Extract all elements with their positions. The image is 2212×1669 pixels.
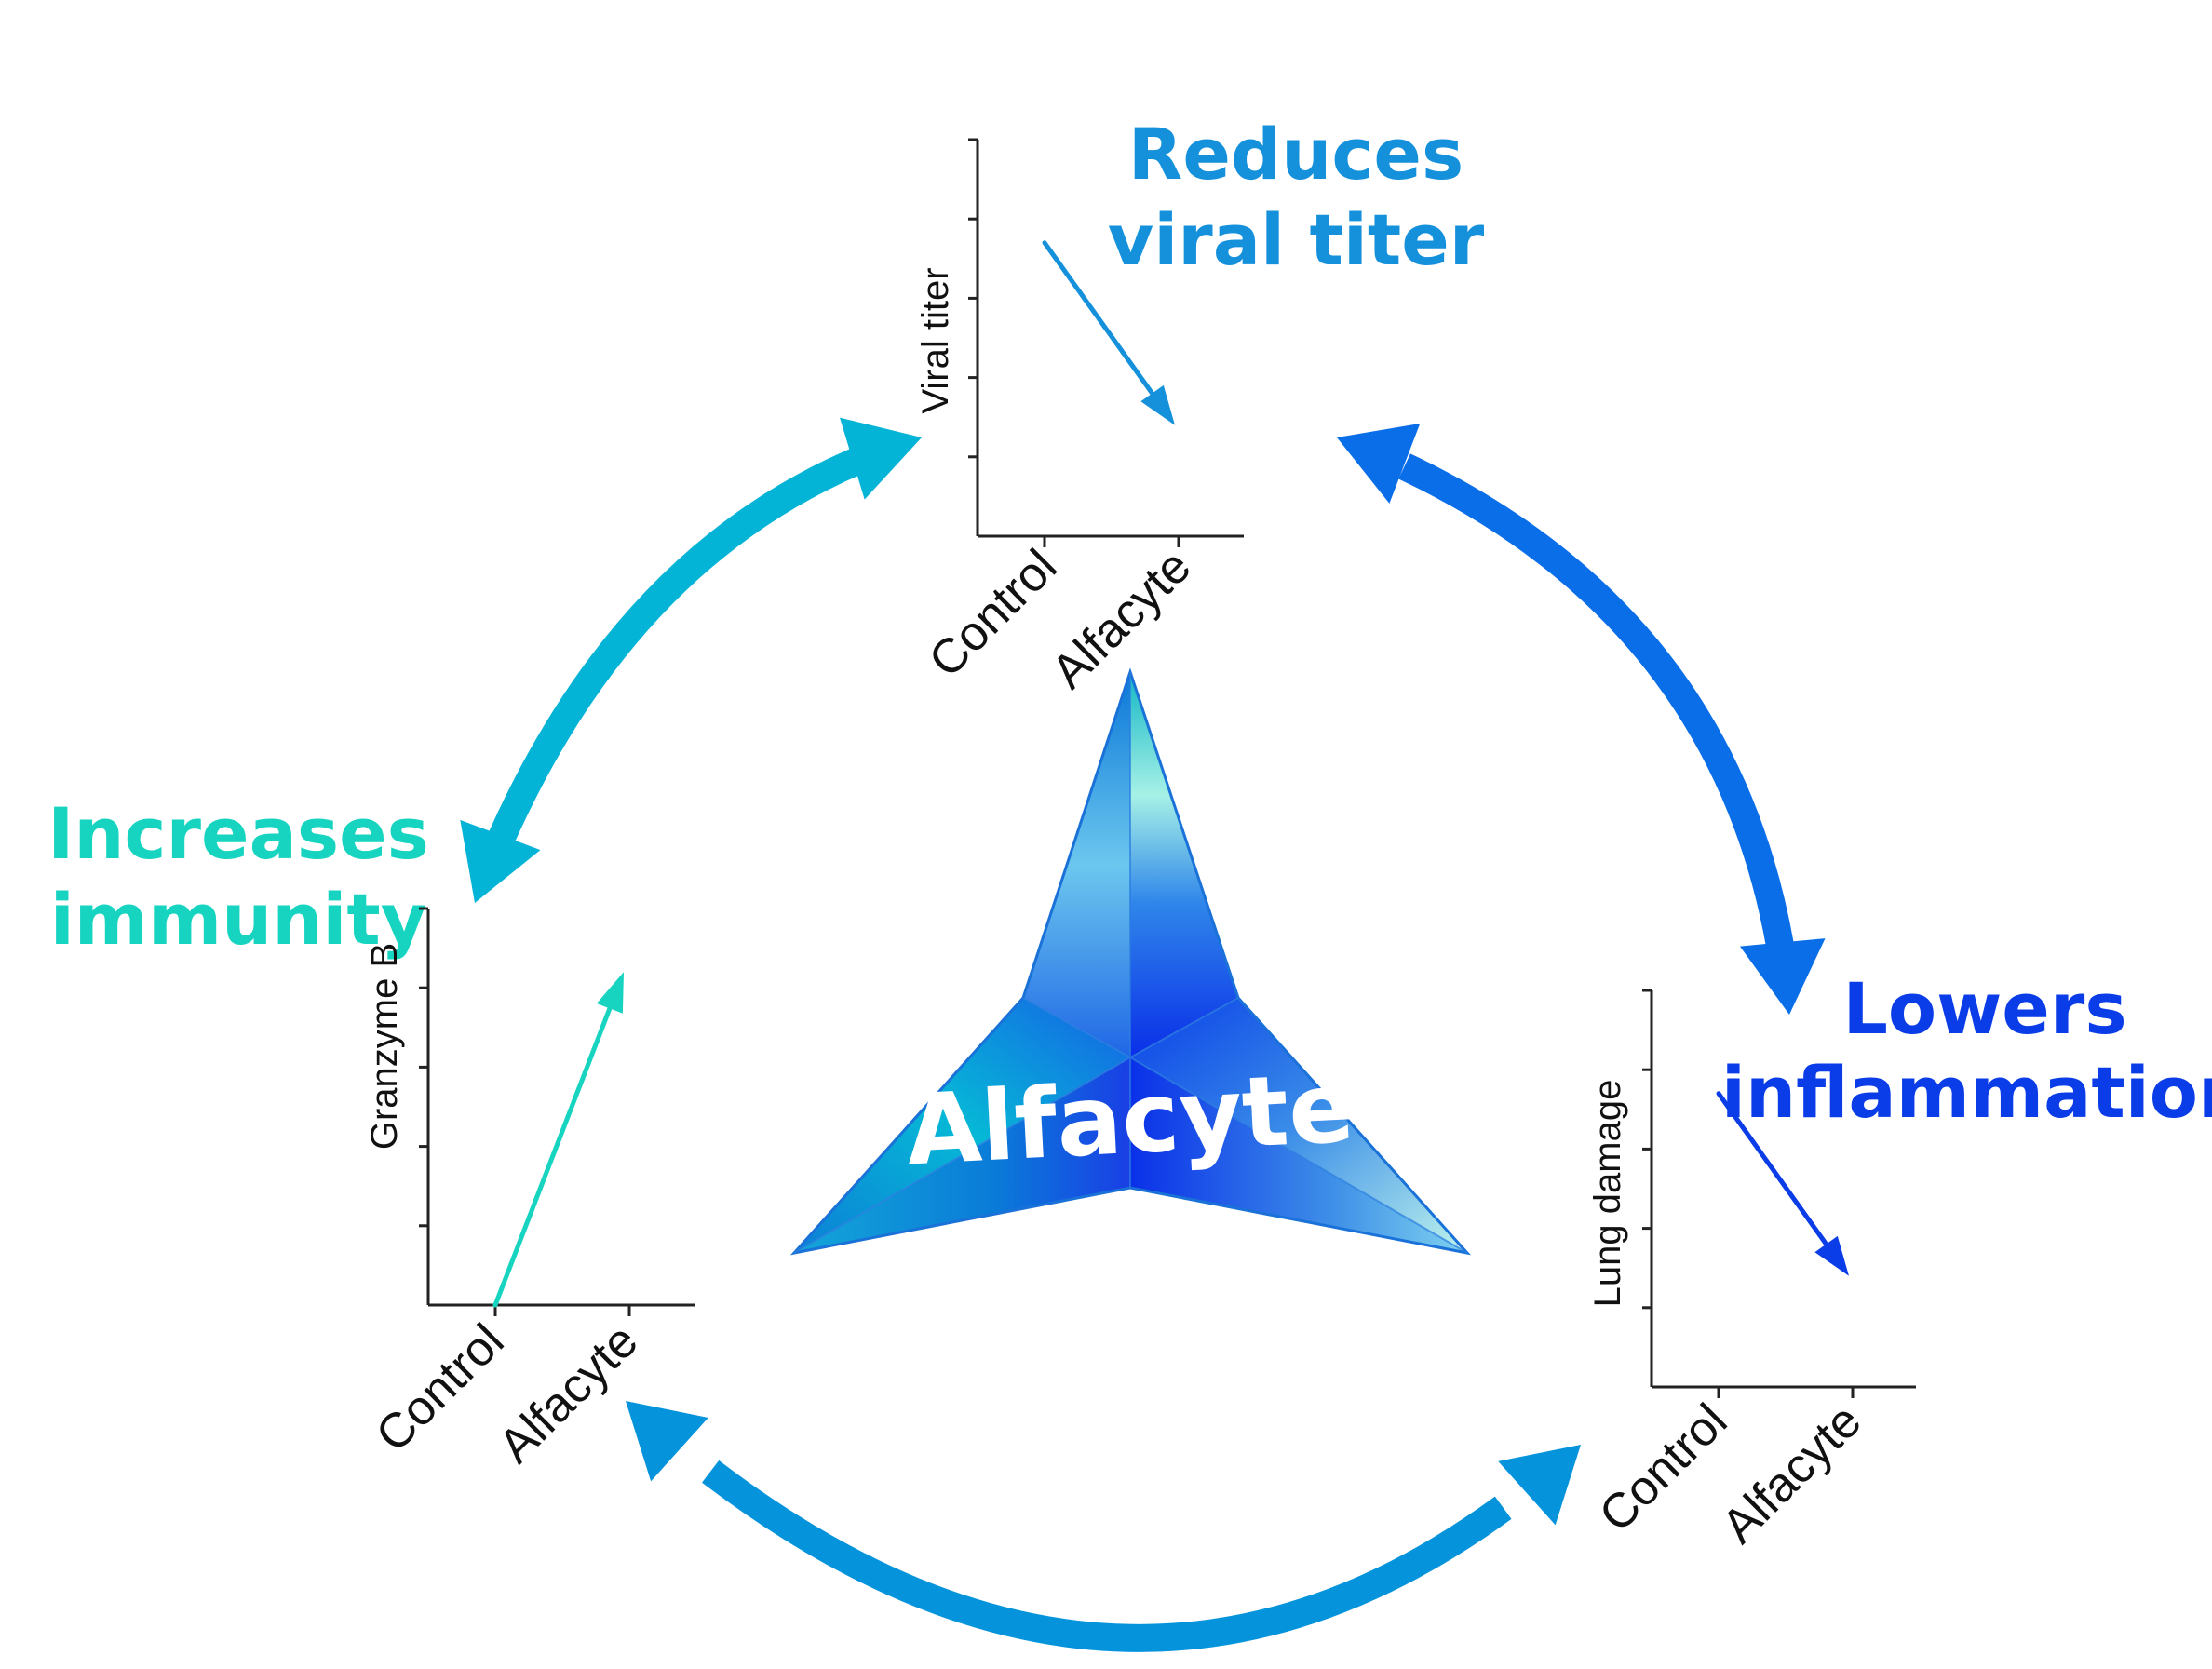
cycle-arrow-left (487, 442, 876, 848)
immunity-heading-line2: immunity (50, 878, 427, 961)
immunity-ylabel: Granzyme B (364, 943, 405, 1150)
viral-category-alfacyte: Alfacyte (1042, 539, 1202, 699)
immunity-trend-arrow (492, 972, 624, 1308)
inflammation-heading-line2: inflammation (1721, 1051, 2212, 1134)
viral-trend-head (1140, 384, 1175, 425)
star-arm-right-upper (1130, 998, 1467, 1253)
inflammation-heading-line1: Lowers (1842, 967, 2126, 1050)
viral-heading-line2: viral titer (1108, 198, 1485, 281)
viral-axes (968, 138, 1244, 547)
cycle-arrow-right-head-top (1337, 423, 1421, 504)
viral-trend-arrow (1042, 240, 1175, 425)
viral-trend-shaft (1042, 240, 1155, 397)
cycle-arrows (460, 417, 1826, 1652)
immunity-axes (419, 907, 695, 1316)
star-arm-left-upper (794, 998, 1130, 1253)
panel-immunity: Increases immunity Granzyme B Control Al… (47, 792, 695, 1474)
panel-viral-titer: Reduces viral titer Viral titer Control … (915, 113, 1485, 699)
panel-inflammation: Lowers inflammation Lung damage Control … (1587, 967, 2212, 1554)
inflammation-axes (1642, 989, 1916, 1398)
star-inner-edges (793, 672, 1468, 1254)
cycle-arrow-bottom-head-left (626, 1401, 708, 1482)
immunity-category-alfacyte: Alfacyte (489, 1313, 649, 1474)
cycle-arrow-bottom (702, 1460, 1512, 1652)
cycle-arrow-bottom-head-right (1498, 1445, 1581, 1526)
cycle-arrow-left-head-top (840, 417, 922, 500)
immunity-trend-shaft (492, 1005, 613, 1308)
star-arm-top-left (1023, 672, 1130, 1057)
viral-heading-line1: Reduces (1128, 113, 1463, 195)
immunity-trend-head (596, 972, 624, 1014)
center-label: Alfacyte (904, 1050, 1357, 1187)
immunity-heading-line1: Increases (47, 792, 429, 875)
inflammation-trend-shaft (1716, 1091, 1829, 1247)
star-arm-top-right (1130, 672, 1238, 1057)
inflammation-trend-head (1814, 1235, 1849, 1276)
cycle-arrow-right-head-bottom (1739, 938, 1826, 1015)
viral-ylabel: Viral titer (915, 267, 956, 413)
cycle-arrow-right (1398, 453, 1794, 949)
alfacyte-star: Alfacyte (789, 667, 1472, 1256)
inflammation-trend-arrow (1716, 1091, 1849, 1276)
inflammation-ylabel: Lung damage (1587, 1080, 1628, 1308)
cycle-arrow-left-head-bottom (460, 819, 541, 903)
inflammation-category-alfacyte: Alfacyte (1712, 1393, 1872, 1554)
